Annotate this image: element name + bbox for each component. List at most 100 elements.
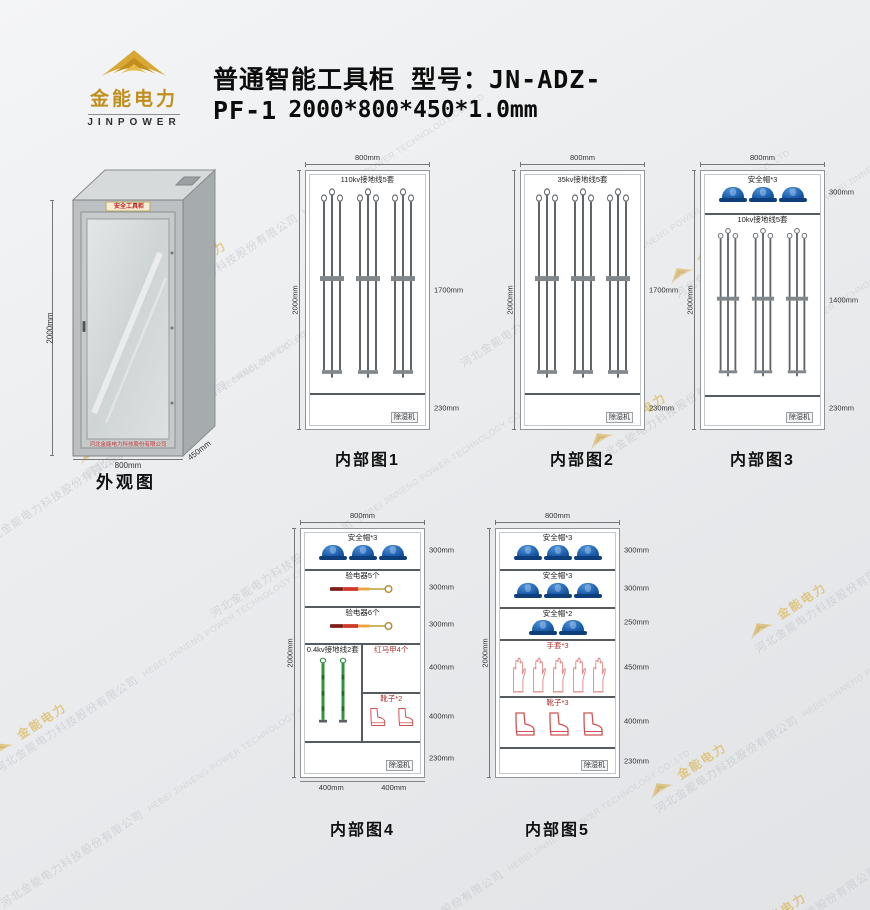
glove-icon bbox=[570, 653, 586, 693]
diagram-title: 内部图3 bbox=[730, 452, 795, 469]
brand-logo: 金能电力 JINPOWER bbox=[84, 48, 184, 128]
dehumidifier-label: 除湿机 bbox=[606, 412, 633, 423]
shelf-section: 靴子*3 bbox=[500, 698, 615, 749]
door-hinge bbox=[170, 251, 174, 255]
helmet-icon bbox=[573, 544, 602, 560]
dim-height: 2000mm bbox=[684, 170, 696, 430]
watermark-company-cn: 河北金能电力科技股份有限公司 bbox=[653, 714, 801, 816]
internal-diagram-5: 800mm 2000mm 安全帽*3 安全帽*3 bbox=[481, 511, 650, 839]
watermark-brand: 金能电力 bbox=[754, 888, 810, 910]
page-subtitle: 2000*800*450*1.0mm bbox=[288, 97, 538, 123]
watermark-logo-icon bbox=[0, 734, 16, 761]
exterior-dim-height: 2000mm bbox=[44, 200, 56, 456]
diagram-title: 内部图2 bbox=[550, 452, 615, 469]
cabinet-frame: 安全帽*3 10kv接地线5套 除湿机 bbox=[700, 170, 825, 430]
section-label: 安全帽*3 bbox=[747, 175, 778, 184]
boot-icon bbox=[579, 710, 605, 738]
dehumidifier-label: 除湿机 bbox=[386, 760, 413, 771]
dim-height-label: 2000mm bbox=[480, 638, 490, 668]
brand-name-cn: 金能电力 bbox=[89, 89, 178, 110]
shelf-section: 安全帽*3 bbox=[305, 533, 420, 571]
voltage-tester-icon bbox=[329, 583, 397, 595]
dim-line bbox=[305, 162, 430, 167]
section-label: 安全帽*2 bbox=[542, 609, 573, 618]
right-dim-label: 300mm bbox=[829, 187, 855, 197]
right-dim-label: 300mm bbox=[429, 619, 455, 629]
grounding-set-icon bbox=[319, 187, 345, 385]
dim-line bbox=[297, 170, 301, 430]
helmet-icon bbox=[348, 544, 377, 560]
cabinet-top-vent bbox=[174, 176, 202, 186]
bottom-dim-label: 400mm bbox=[300, 781, 363, 792]
internal-diagram-2: 800mm 2000mm 35kv接地线5套 除湿机 bbox=[506, 153, 679, 469]
door-plate-bg bbox=[105, 201, 151, 212]
cabinet-frame: 安全帽*3 验电器5个 验电器6个 bbox=[300, 528, 425, 778]
cabinet-frame: 安全帽*3 安全帽*3 安全帽*2 bbox=[495, 528, 620, 778]
glove-icon bbox=[530, 653, 546, 693]
internal-diagram-4: 800mm 2000mm 安全帽*3 验电器5个 bbox=[286, 511, 455, 839]
section-label: 验电器5个 bbox=[345, 571, 380, 580]
diagram-title: 内部图4 bbox=[330, 822, 395, 839]
boot-icon bbox=[511, 710, 537, 738]
shelf-section: 10kv接地线5套 bbox=[705, 215, 820, 397]
watermark-logo-icon bbox=[744, 614, 776, 641]
watermark-brand: 金能电力 bbox=[774, 580, 830, 623]
dim-height-label: 2000mm bbox=[285, 638, 295, 668]
grounding-set-icon bbox=[534, 187, 560, 385]
helmet-icon bbox=[543, 544, 572, 560]
right-dim-label: 230mm bbox=[624, 756, 650, 766]
grounding-set-icon bbox=[570, 187, 596, 385]
exterior-dim-width: 800mm bbox=[73, 459, 183, 470]
watermark-company-cn: 河北金能电力科技股份有限公司 bbox=[732, 862, 870, 910]
section-label: 靴子*3 bbox=[546, 698, 569, 707]
cabinet-frame: 35kv接地线5套 除湿机 bbox=[520, 170, 645, 430]
shelf-section: 安全帽*2 bbox=[500, 609, 615, 641]
right-dim-label: 230mm bbox=[429, 753, 455, 763]
glove-icon bbox=[510, 653, 526, 693]
door-company-label: 河北金能电力科技股份有限公司 bbox=[89, 442, 167, 448]
dehumidifier-label: 除湿机 bbox=[391, 412, 418, 423]
shelf-section: 安全帽*3 bbox=[705, 175, 820, 215]
exterior-view: 安全工具柜 河北金能电力科技股份有限公司 2000mm 800mm 450mm bbox=[46, 158, 233, 470]
dim-width: 800mm bbox=[520, 153, 645, 168]
helmet-icon bbox=[543, 582, 572, 598]
right-dim-label: 300mm bbox=[624, 583, 650, 593]
boot-icon bbox=[367, 706, 387, 728]
dim-width: 800mm bbox=[700, 153, 825, 168]
dim-line bbox=[512, 170, 516, 430]
shelf-subsection: 靴子*2 bbox=[363, 694, 421, 728]
watermark-company-cn: 河北金能电力科技股份有限公司 bbox=[0, 674, 141, 776]
right-dim-label: 450mm bbox=[624, 662, 650, 672]
bottom-dim-label: 400mm bbox=[362, 781, 425, 792]
right-dim-label: 250mm bbox=[624, 617, 650, 627]
helmet-icon bbox=[528, 619, 557, 635]
brand-logo-icon bbox=[90, 48, 178, 78]
dim-line bbox=[520, 162, 645, 167]
helmet-icon bbox=[318, 544, 347, 560]
right-dim-label: 230mm bbox=[649, 403, 675, 413]
dehumidifier-label: 除湿机 bbox=[581, 760, 608, 771]
shelf-section-bottom: 除湿机 bbox=[305, 743, 420, 773]
grounding-set-icon bbox=[390, 187, 416, 385]
brand-name-en: JINPOWER bbox=[87, 117, 181, 128]
door-handle bbox=[82, 321, 86, 332]
helmet-icon bbox=[558, 619, 587, 635]
watermark-brand: 金能电力 bbox=[14, 700, 70, 743]
dim-width-label: 800mm bbox=[569, 153, 595, 162]
shelf-section-bottom: 除湿机 bbox=[310, 395, 425, 425]
logo-divider bbox=[88, 114, 180, 115]
section-label: 110kv接地线5套 bbox=[340, 175, 395, 184]
grounding-set-icon bbox=[605, 187, 631, 385]
watermark-brand: 金能电力 bbox=[674, 740, 730, 783]
shelf-section-bottom: 除湿机 bbox=[705, 397, 820, 425]
watermark-company-en: HEBEI JINNENG POWER TECHNOLOGY CO.,LTD bbox=[800, 593, 870, 719]
boot-icon bbox=[545, 710, 571, 738]
dim-width-label: 800mm bbox=[349, 511, 375, 520]
green-rod-icon bbox=[317, 657, 329, 727]
dim-width-label: 800mm bbox=[544, 511, 570, 520]
dim-height-label: 2000mm bbox=[685, 285, 695, 315]
shelf-section: 35kv接地线5套 bbox=[525, 175, 640, 395]
shelf-subsection: 红马甲4个 bbox=[362, 645, 420, 694]
